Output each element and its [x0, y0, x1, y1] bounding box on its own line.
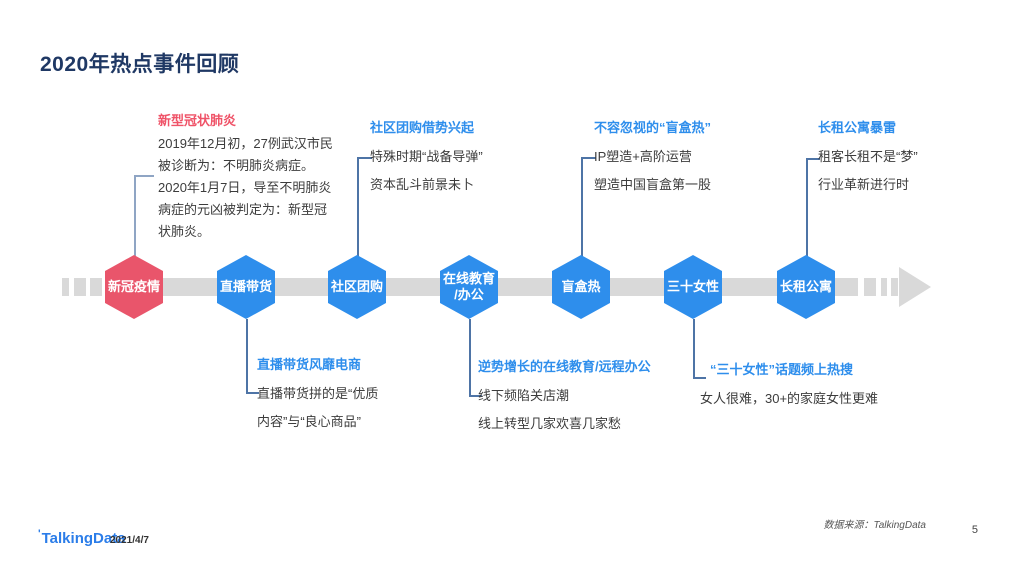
annotation-online-edu: 逆势增长的在线教育/远程办公 线下频陷关店潮 线上转型几家欢喜几家愁 [478, 358, 651, 438]
connector-thirty-women [693, 319, 706, 379]
timeline-node-community-buy: 社区团购 [328, 255, 386, 319]
annotation-body: 直播带货拼的是“优质 内容”与“良心商品” [257, 386, 379, 429]
logo-tick-icon: ' [38, 528, 41, 540]
talkingdata-logo: 'TalkingData [38, 528, 126, 547]
annotation-community-buy: 社区团购借势兴起 特殊时期“战备导弹” 资本乱斗前景未卜 [370, 119, 483, 199]
annotation-body: 女人很难，30+的家庭女性更难 [700, 391, 879, 406]
annotation-body: 租客长租不是“梦” 行业革新进行时 [818, 149, 918, 192]
annotation-body: 特殊时期“战备导弹” 资本乱斗前景未卜 [370, 149, 483, 192]
node-label: 新冠疫情 [107, 279, 160, 294]
node-label: 三十女性 [666, 279, 719, 294]
annotation-title: 社区团购借势兴起 [370, 120, 475, 135]
connector-blind-box [581, 157, 596, 257]
data-source-note: 数据来源：TalkingData [823, 520, 926, 531]
timeline-node-online-edu: 在线教育 /办公 [440, 255, 498, 319]
connector-covid [134, 175, 154, 257]
connector-livestream [246, 319, 259, 394]
page-title: 2020年热点事件回顾 [40, 53, 240, 76]
timeline-dash [90, 278, 102, 296]
annotation-title: 新型冠状肺炎 [158, 113, 237, 128]
annotation-body: IP塑造+高阶运营 塑造中国盲盒第一股 [594, 149, 712, 192]
annotation-apartment: 长租公寓暴雷 租客长租不是“梦” 行业革新进行时 [818, 119, 918, 199]
annotation-title: 长租公寓暴雷 [818, 120, 897, 135]
timeline-node-apartment: 长租公寓 [777, 255, 835, 319]
annotation-livestream: 直播带货风靡电商 直播带货拼的是“优质 内容”与“良心商品” [257, 356, 378, 436]
annotation-blind-box: 不容忽视的“盲盒热” IP塑造+高阶运营 塑造中国盲盒第一股 [594, 119, 711, 199]
timeline-dash [891, 278, 898, 296]
timeline-node-livestream: 直播带货 [217, 255, 275, 319]
timeline-dash [74, 278, 86, 296]
node-label: 盲盒热 [561, 279, 601, 294]
node-label: 直播带货 [219, 279, 272, 294]
timeline-dash [864, 278, 876, 296]
timeline-node-blind-box: 盲盒热 [552, 255, 610, 319]
annotation-title: 直播带货风靡电商 [257, 357, 362, 372]
connector-online-edu [469, 319, 482, 397]
timeline-node-thirty-women: 三十女性 [664, 255, 722, 319]
connector-community-buy [357, 157, 372, 257]
annotation-title: 不容忽视的“盲盒热” [594, 120, 712, 135]
connector-apartment [806, 158, 820, 257]
timeline-arrow-icon [899, 267, 931, 307]
node-label: 社区团购 [330, 279, 383, 294]
timeline-dash [881, 278, 887, 296]
annotation-title: 逆势增长的在线教育/远程办公 [478, 359, 651, 374]
annotation-covid: 新型冠状肺炎 2019年12月初，27例武汉市民被诊断为：不明肺炎病症。2020… [158, 112, 336, 243]
page-number: 5 [971, 524, 978, 536]
annotation-thirty-women: “三十女性”话题频上热搜 女人很难，30+的家庭女性更难 [700, 361, 878, 413]
slide-date: 2021/4/7 [110, 535, 149, 546]
node-label: 在线教育 /办公 [442, 271, 495, 302]
logo-text: TalkingData [41, 530, 126, 547]
annotation-body: 线下频陷关店潮 线上转型几家欢喜几家愁 [478, 388, 622, 431]
timeline-dash [62, 278, 69, 296]
node-label: 长租公寓 [779, 279, 832, 294]
annotation-body: 2019年12月初，27例武汉市民被诊断为：不明肺炎病症。2020年1月7日，导… [158, 136, 333, 239]
timeline-node-covid: 新冠疫情 [105, 255, 163, 319]
annotation-title: “三十女性”话题频上热搜 [710, 362, 854, 377]
